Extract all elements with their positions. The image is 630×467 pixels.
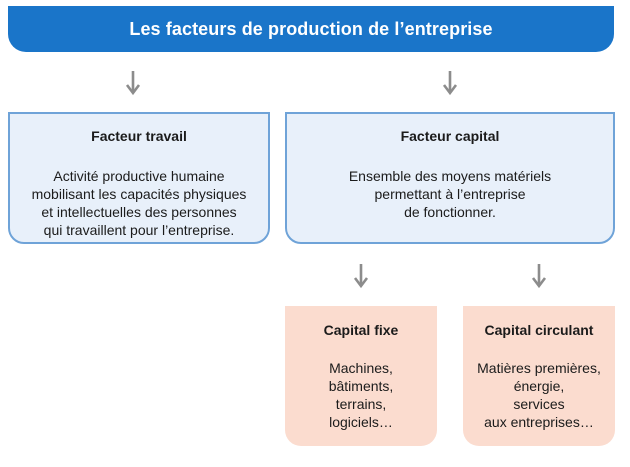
fixed-capital-description: Machines, bâtiments, terrains, logiciels… bbox=[329, 359, 394, 431]
factor-labor-title: Facteur travail bbox=[91, 128, 187, 144]
description-line: services bbox=[513, 395, 565, 412]
description-line: aux entreprises… bbox=[484, 413, 594, 430]
factor-capital-description: Ensemble des moyens matériels permettant… bbox=[349, 167, 551, 221]
circulating-capital-description: Matières premières, énergie, services au… bbox=[477, 359, 601, 431]
description-line: mobilisant les capacités physiques bbox=[31, 185, 247, 202]
factor-capital-box: Facteur capital Ensemble des moyens maté… bbox=[285, 112, 615, 244]
description-line: logiciels… bbox=[329, 413, 393, 430]
factor-labor-description: Activité productive humaine mobilisant l… bbox=[32, 167, 247, 239]
arrow-down-icon bbox=[442, 70, 458, 96]
description-line: de fonctionner. bbox=[404, 203, 496, 220]
arrow-down-icon bbox=[353, 263, 369, 289]
description-line: Activité productive humaine bbox=[53, 167, 225, 184]
description-line: Ensemble des moyens matériels bbox=[348, 167, 552, 184]
fixed-capital-box: Capital fixe Machines, bâtiments, terrai… bbox=[285, 306, 437, 446]
description-line: énergie, bbox=[513, 377, 565, 394]
diagram-title-banner: Les facteurs de production de l’entrepri… bbox=[8, 6, 614, 52]
arrow-down-icon bbox=[125, 70, 141, 96]
diagram-title: Les facteurs de production de l’entrepri… bbox=[129, 18, 493, 39]
description-line: bâtiments, bbox=[328, 377, 394, 394]
description-line: permettant à l’entreprise bbox=[374, 185, 526, 202]
description-line: terrains, bbox=[335, 395, 387, 412]
description-line: qui travaillent pour l’entreprise. bbox=[43, 221, 235, 238]
description-line: et intellectuelles des personnes bbox=[41, 203, 237, 220]
arrow-down-icon bbox=[531, 263, 547, 289]
description-line: Matières premières, bbox=[477, 359, 601, 376]
description-line: Machines, bbox=[329, 359, 393, 376]
fixed-capital-title: Capital fixe bbox=[323, 322, 399, 338]
factor-capital-title: Facteur capital bbox=[400, 128, 500, 144]
circulating-capital-box: Capital circulant Matières premières, én… bbox=[463, 306, 615, 446]
circulating-capital-title: Capital circulant bbox=[484, 322, 594, 338]
factor-labor-box: Facteur travail Activité productive huma… bbox=[8, 112, 270, 244]
